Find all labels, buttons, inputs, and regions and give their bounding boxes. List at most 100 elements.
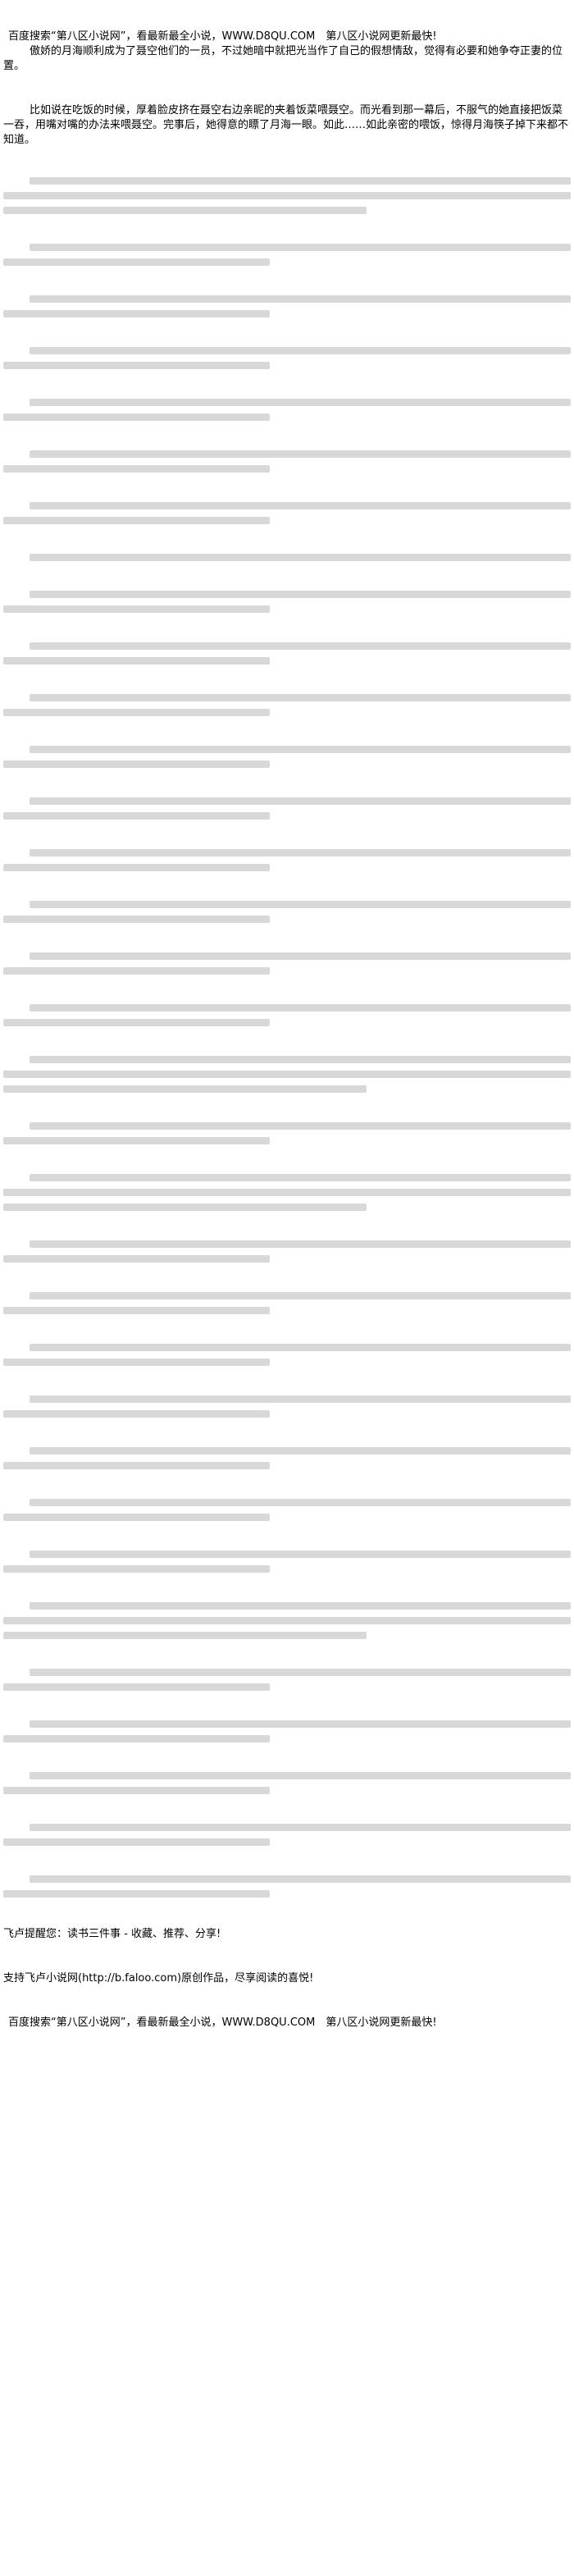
redacted-paragraph (3, 849, 571, 871)
redacted-line (30, 901, 571, 908)
redacted-line (3, 1071, 571, 1078)
redacted-line (30, 1447, 571, 1455)
redacted-line (3, 1565, 271, 1573)
redacted-line (30, 1122, 571, 1130)
redacted-line (3, 1735, 271, 1742)
redacted-line (3, 967, 271, 975)
redacted-line (30, 1240, 571, 1248)
redacted-line (3, 1632, 367, 1639)
redacted-line (3, 207, 367, 214)
redacted-line (3, 864, 271, 871)
redacted-paragraph (3, 1875, 571, 1898)
redacted-paragraph (3, 1122, 571, 1144)
redacted-line (30, 642, 571, 650)
redacted-line (3, 465, 271, 473)
redacted-line (30, 1395, 571, 1403)
redacted-line (3, 657, 271, 665)
paragraph: 比如说在吃饭的时候，厚着脸皮挤在聂空右边亲昵的夹着饭菜喂聂空。而光看到那一幕后，… (3, 104, 569, 146)
redacted-line (30, 1875, 571, 1883)
redacted-line (3, 1359, 271, 1366)
redacted-paragraph (3, 797, 571, 820)
redacted-paragraph (3, 746, 571, 768)
redacted-line (3, 1617, 571, 1624)
redacted-paragraph (3, 901, 571, 923)
redacted-paragraph (3, 591, 571, 613)
redacted-line (3, 192, 571, 199)
redacted-line (3, 362, 271, 369)
redacted-body-text (3, 177, 571, 1898)
redacted-paragraph (3, 1344, 571, 1366)
redacted-line (30, 694, 571, 701)
redacted-line (30, 1551, 571, 1558)
redacted-line (3, 1787, 271, 1794)
redacted-paragraph (3, 1669, 571, 1691)
redacted-line (3, 1189, 571, 1196)
redacted-line (3, 1514, 271, 1521)
redacted-line (3, 1255, 271, 1263)
redacted-line (30, 797, 571, 805)
redacted-line (30, 1772, 571, 1779)
redacted-line (30, 1720, 571, 1728)
paragraph: 傲娇的月海顺利成为了聂空他们的一员，不过她暗中就把光当作了自己的假想情敌，觉得有… (3, 45, 563, 72)
redacted-paragraph (3, 1720, 571, 1742)
redacted-line (30, 502, 571, 509)
redacted-paragraph (3, 1551, 571, 1573)
redacted-paragraph (3, 1395, 571, 1418)
redacted-line (30, 1174, 571, 1181)
redacted-paragraph (3, 1004, 571, 1026)
redacted-line (30, 746, 571, 753)
redacted-paragraph (3, 694, 571, 716)
redacted-line (30, 295, 571, 303)
redacted-line (30, 347, 571, 354)
redacted-line (3, 605, 271, 613)
redacted-paragraph (3, 1447, 571, 1469)
redacted-line (3, 1019, 271, 1026)
redacted-line (30, 1824, 571, 1831)
redacted-paragraph (3, 399, 571, 421)
redacted-line (30, 1292, 571, 1299)
redacted-line (3, 1307, 271, 1314)
redacted-paragraph (3, 952, 571, 975)
support-text: 支持飞卢小说网(http://b.faloo.com)原创作品，尽享阅读的喜悦! (3, 1972, 314, 1985)
redacted-paragraph (3, 502, 571, 524)
redacted-line (30, 591, 571, 598)
site-banner-bottom: 百度搜索“第八区小说网”，看最新最全小说，WWW.D8QU.COM 第八区小说网… (8, 2016, 437, 2029)
redacted-paragraph (3, 450, 571, 473)
redacted-line (30, 952, 571, 960)
reminder-text: 飞卢提醒您：读书三件事 - 收藏、推荐、分享! (3, 1928, 221, 1940)
redacted-line (30, 554, 571, 561)
redacted-line (3, 709, 271, 716)
redacted-line (3, 258, 271, 266)
redacted-paragraph (3, 642, 571, 665)
redacted-paragraph (3, 1174, 571, 1211)
redacted-line (3, 517, 271, 524)
redacted-line (30, 1499, 571, 1506)
redacted-line (30, 450, 571, 458)
redacted-paragraph (3, 1240, 571, 1263)
redacted-line (3, 1683, 271, 1691)
redacted-line (3, 1890, 271, 1898)
redacted-line (3, 413, 271, 421)
redacted-line (3, 1410, 271, 1418)
redacted-paragraph (3, 1824, 571, 1846)
redacted-line (3, 310, 271, 317)
redacted-line (3, 916, 271, 923)
redacted-paragraph (3, 1602, 571, 1639)
redacted-paragraph (3, 1056, 571, 1093)
redacted-line (3, 1204, 367, 1211)
redacted-line (3, 1462, 271, 1469)
redacted-line (3, 760, 271, 768)
redacted-line (3, 1137, 271, 1144)
redacted-paragraph (3, 1499, 571, 1521)
redacted-line (30, 1056, 571, 1063)
redacted-line (30, 244, 571, 251)
redacted-line (30, 1602, 571, 1610)
redacted-line (30, 177, 571, 185)
redacted-paragraph (3, 244, 571, 266)
redacted-paragraph (3, 347, 571, 369)
redacted-line (30, 849, 571, 856)
redacted-paragraph (3, 177, 571, 214)
redacted-line (30, 399, 571, 406)
redacted-paragraph (3, 295, 571, 317)
redacted-line (30, 1004, 571, 1012)
